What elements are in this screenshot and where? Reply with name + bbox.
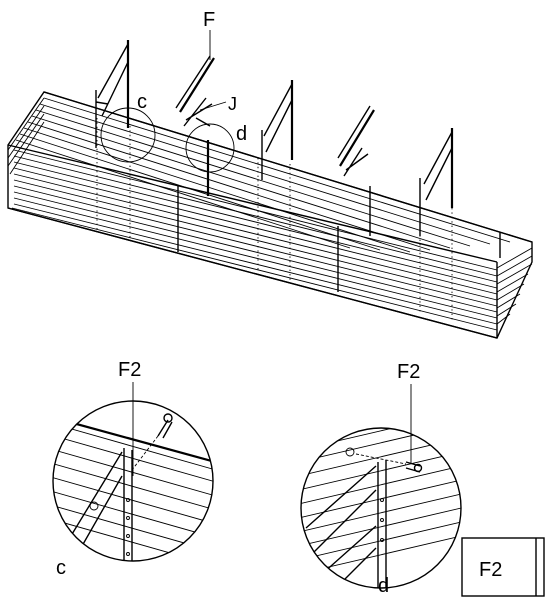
label-detail-c-bottom: c bbox=[56, 557, 66, 579]
label-detail-d-bottom: d bbox=[378, 575, 389, 597]
detail-view-c bbox=[52, 382, 214, 562]
part-legend: F2 bbox=[461, 537, 545, 597]
label-detail-c-top: c bbox=[137, 91, 147, 113]
raised-bed-box bbox=[7, 91, 533, 339]
label-detail-d-top: d bbox=[236, 123, 247, 145]
support-braces bbox=[95, 30, 454, 236]
label-bolt-right: F2 bbox=[397, 361, 420, 383]
detail-view-d bbox=[300, 384, 462, 589]
label-part-f: F bbox=[203, 9, 215, 31]
detail-circle-d bbox=[185, 123, 235, 173]
label-part-j: J bbox=[228, 94, 237, 114]
legend-part-label: F2 bbox=[479, 559, 502, 581]
label-bolt-left: F2 bbox=[118, 359, 141, 381]
detail-circle-c bbox=[100, 107, 156, 163]
